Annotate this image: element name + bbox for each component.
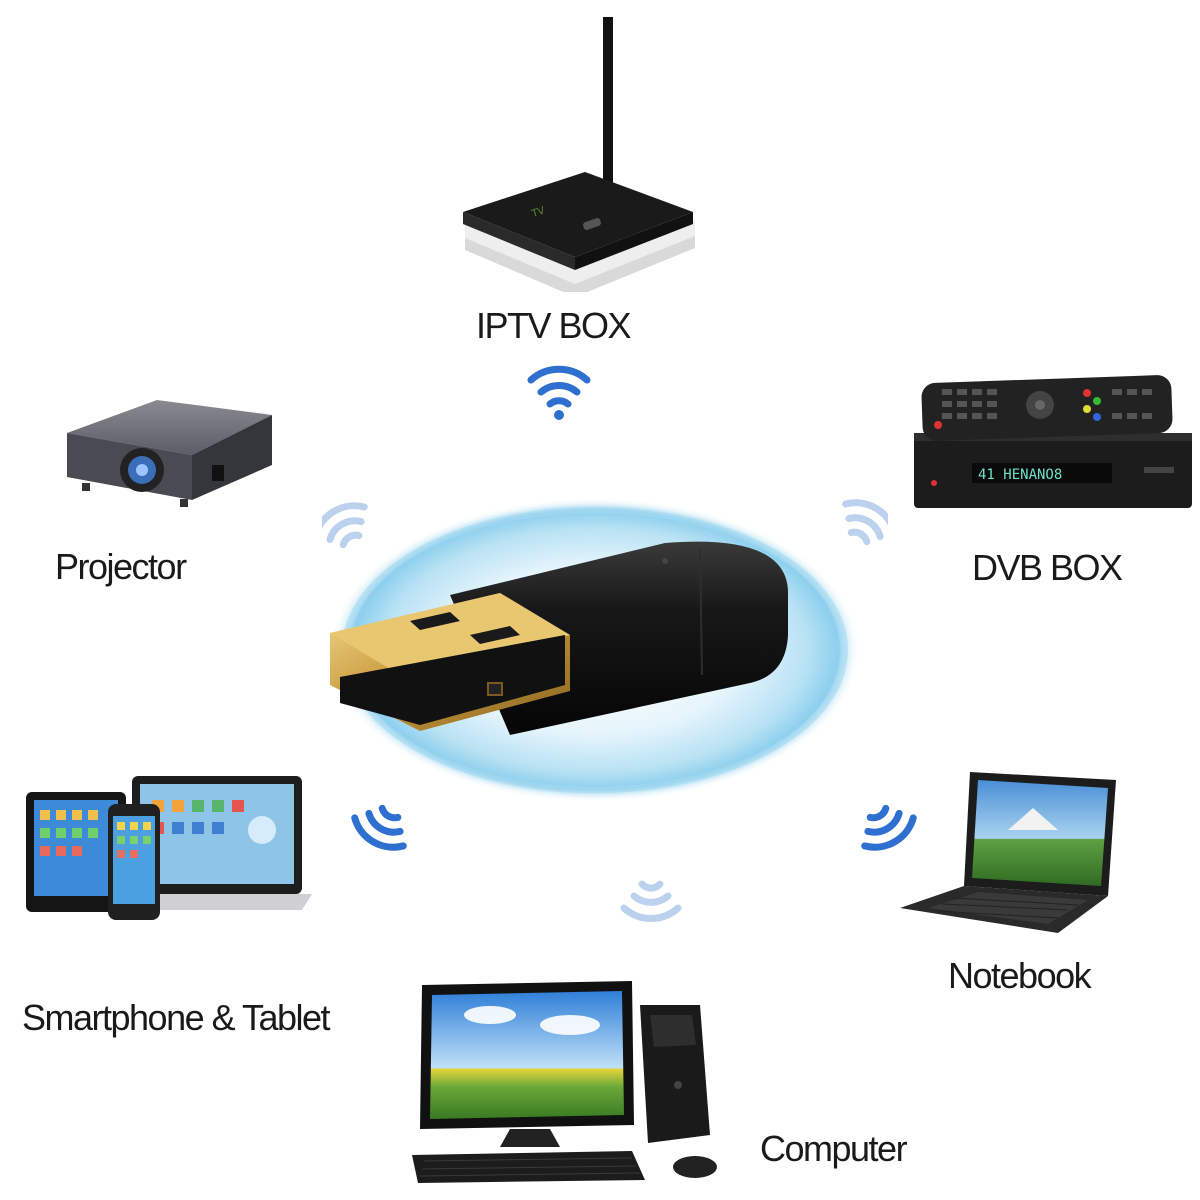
dvb-display-text: 41 HENANO8 bbox=[978, 467, 1062, 483]
dvb-box-device: 41 HENANO8 bbox=[912, 375, 1194, 510]
smartphone-tablet-device bbox=[22, 770, 312, 925]
usb-wifi-dongle bbox=[320, 535, 800, 745]
computer-label: Computer bbox=[760, 1128, 908, 1169]
wifi-signal-icon bbox=[322, 495, 388, 555]
notebook-label: Notebook bbox=[948, 955, 1092, 996]
dvb-box-label: DVB BOX bbox=[972, 547, 1123, 588]
projector-label: Projector bbox=[55, 546, 187, 587]
svg-text:TV: TV bbox=[530, 205, 547, 220]
wifi-signal-icon bbox=[350, 795, 416, 855]
wifi-signal-icon bbox=[822, 492, 888, 552]
wifi-signal-icon bbox=[620, 868, 682, 928]
smartphone-tablet-label: Smartphone & Tablet bbox=[22, 997, 331, 1038]
projector-device bbox=[62, 395, 277, 510]
wifi-signal-icon bbox=[527, 360, 591, 422]
notebook-device bbox=[898, 768, 1123, 936]
wifi-signal-icon bbox=[852, 795, 918, 855]
iptv-box-device: TV bbox=[455, 12, 700, 292]
computer-device bbox=[410, 975, 730, 1185]
iptv-box-label: IPTV BOX bbox=[476, 305, 632, 346]
